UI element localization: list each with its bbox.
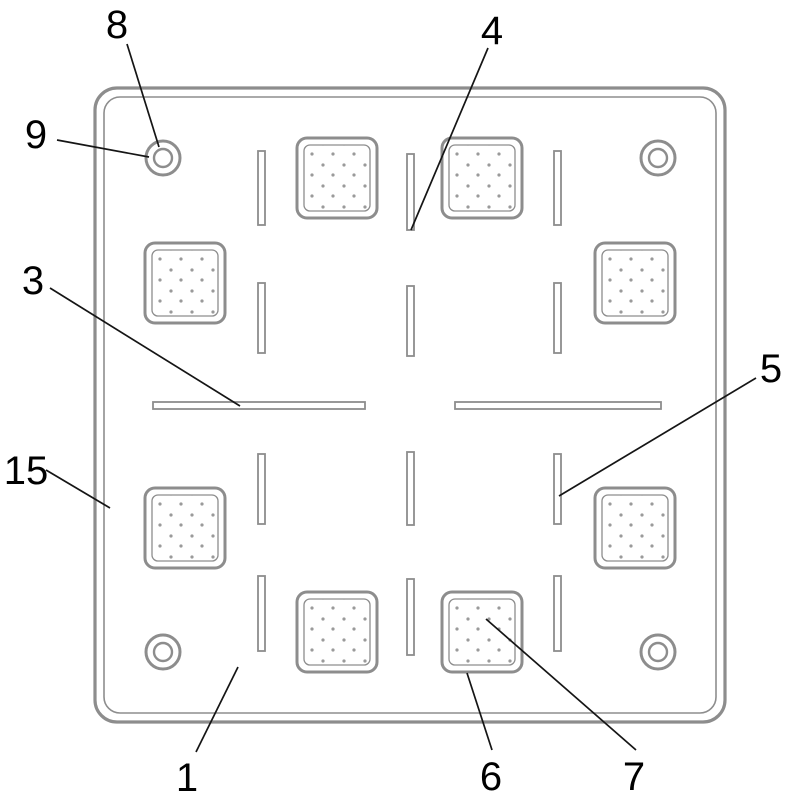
slot-vertical <box>257 575 266 652</box>
leader-line-1 <box>195 666 239 753</box>
plate-outline <box>93 86 727 724</box>
slot-horizontal <box>454 401 662 410</box>
slot-horizontal <box>152 401 366 410</box>
ref-label-6: 6 <box>480 755 502 799</box>
ref-label-3: 3 <box>22 259 44 303</box>
leader-line-6 <box>466 672 493 751</box>
corner-hole-top-right <box>639 139 677 177</box>
pad-top-left <box>295 136 379 220</box>
leader-line-4 <box>410 47 489 231</box>
corner-hole-top-left <box>144 139 182 177</box>
pad-right-upper <box>593 241 677 325</box>
ref-label-8: 8 <box>106 3 128 47</box>
ref-label-5: 5 <box>760 347 782 391</box>
slot-vertical <box>553 282 562 354</box>
pad-bottom-right <box>440 590 524 674</box>
pad-right-lower <box>593 486 677 570</box>
pad-left-upper <box>143 241 227 325</box>
pad-bottom-left <box>295 590 379 674</box>
leader-line-15 <box>45 469 111 509</box>
pad-left-lower <box>143 486 227 570</box>
slot-vertical <box>406 451 415 526</box>
leader-line-9 <box>56 139 150 158</box>
slot-vertical <box>406 153 415 231</box>
ref-label-4: 4 <box>481 9 503 53</box>
slot-vertical <box>257 150 266 226</box>
leader-line-7 <box>485 618 637 751</box>
leader-line-8 <box>126 43 160 148</box>
slot-vertical <box>406 285 415 357</box>
corner-hole-bottom-right <box>639 633 677 671</box>
slot-vertical <box>257 453 266 525</box>
slot-vertical <box>553 575 562 652</box>
ref-label-7: 7 <box>623 755 645 799</box>
ref-label-9: 9 <box>25 113 47 157</box>
slot-vertical <box>406 578 415 656</box>
plate-inner-outline <box>103 96 717 714</box>
slot-vertical <box>257 282 266 354</box>
slot-vertical <box>553 150 562 226</box>
leader-line-5 <box>558 377 757 497</box>
leader-line-3 <box>49 287 241 407</box>
ref-label-1: 1 <box>176 756 198 800</box>
ref-label-15: 15 <box>4 449 49 493</box>
slot-vertical <box>553 453 562 525</box>
pad-top-right <box>440 136 524 220</box>
corner-hole-bottom-left <box>144 633 182 671</box>
